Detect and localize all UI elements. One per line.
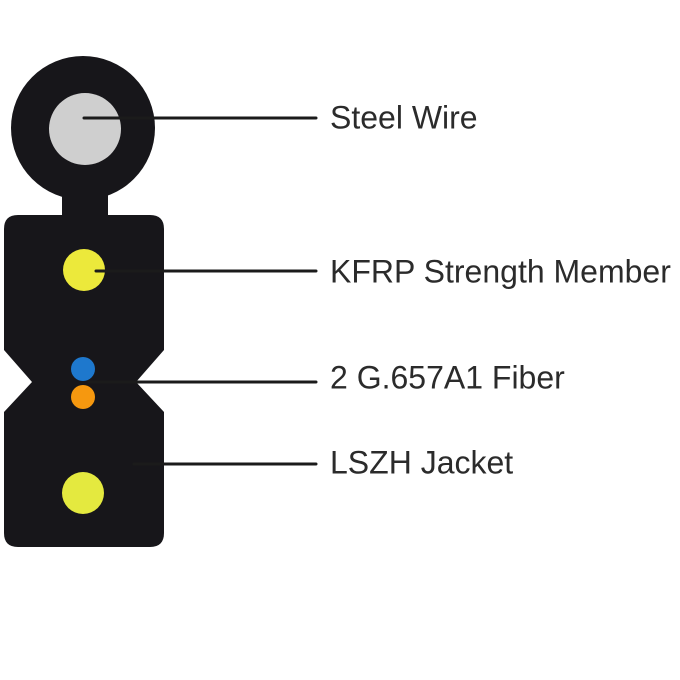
lower-strength-member-dot [62,472,104,514]
label-steel-wire: Steel Wire [330,99,478,136]
orange-fiber-dot [71,385,95,409]
label-kfrp-strength-member: KFRP Strength Member [330,253,671,290]
label-lszh-jacket: LSZH Jacket [330,444,514,481]
kfrp-strength-member-dot [63,249,105,291]
cable-body [4,215,164,547]
steel-wire-core [49,93,121,165]
label-fiber: 2 G.657A1 Fiber [330,359,565,396]
blue-fiber-dot [71,357,95,381]
